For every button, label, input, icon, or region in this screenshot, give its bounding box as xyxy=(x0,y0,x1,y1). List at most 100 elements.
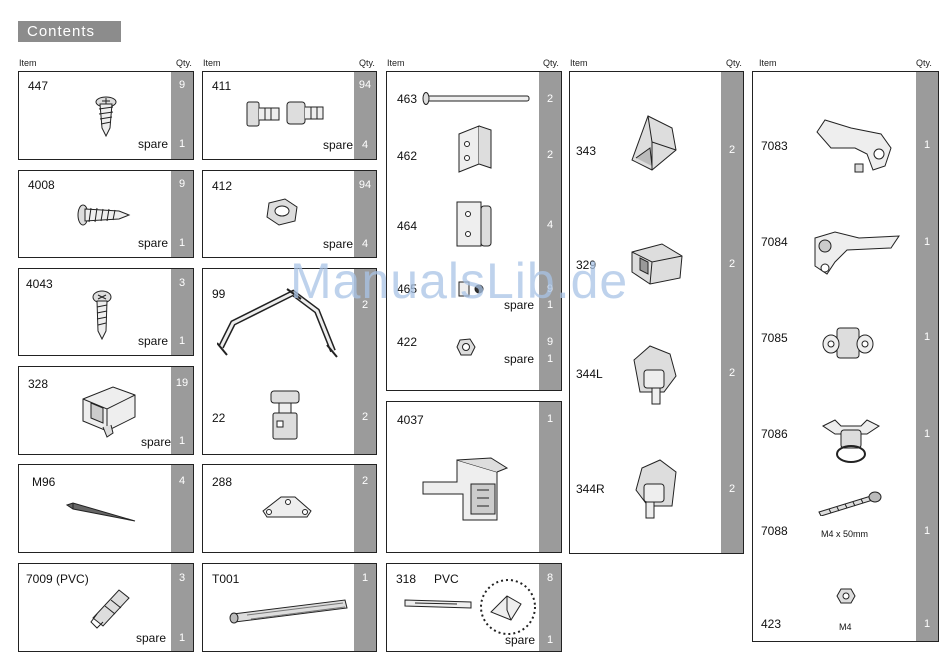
qty-column xyxy=(354,72,376,159)
clamp-fitting-icon xyxy=(822,419,880,463)
spare-label: spare xyxy=(323,138,354,152)
screw-icon xyxy=(92,290,112,341)
header-qty: Qty. xyxy=(176,58,192,68)
screw-icon xyxy=(77,204,131,226)
part-number: 99 xyxy=(212,287,226,301)
part-box-4037: 4037 1 xyxy=(386,401,562,553)
part-number: 465 xyxy=(397,282,418,296)
part-qty: 1 xyxy=(923,525,931,537)
nail-icon xyxy=(65,502,136,522)
part-number: 344L xyxy=(576,367,603,381)
part-number: 4008 xyxy=(28,178,55,192)
part-box-T001: T001 1 xyxy=(202,563,377,652)
spare-qty: 1 xyxy=(178,138,186,150)
part-number: 412 xyxy=(212,179,233,193)
spare-label: spare xyxy=(505,633,536,647)
part-box-group-hinges: 463 2 462 2 464 4 465 9 spare 1 422 9 sp… xyxy=(386,71,562,391)
part-number: 411 xyxy=(212,79,232,93)
part-material: PVC xyxy=(434,572,459,586)
part-box-447: 447 9 spare 1 xyxy=(18,71,194,160)
part-qty: 2 xyxy=(361,299,369,311)
spare-label: spare xyxy=(136,631,167,645)
part-box-411: 411 94 spare 4 xyxy=(202,71,377,160)
part-number: 7009 (PVC) xyxy=(26,572,89,586)
part-number: 318 xyxy=(396,572,417,586)
qty-column xyxy=(354,465,376,552)
part-box-288: 288 2 xyxy=(202,464,377,553)
part-qty: 94 xyxy=(358,179,372,191)
connector-left-icon xyxy=(633,345,677,405)
part-qty: 1 xyxy=(546,413,554,425)
part-qty: 9 xyxy=(178,79,186,91)
qty-column xyxy=(171,72,193,159)
qty-column xyxy=(171,465,193,552)
part-number: 7085 xyxy=(761,331,788,345)
header-qty: Qty. xyxy=(916,58,932,68)
header-qty: Qty. xyxy=(726,58,742,68)
spare-qty: 1 xyxy=(178,435,186,447)
qty-column xyxy=(171,367,193,454)
qty-column xyxy=(171,171,193,257)
nut-icon xyxy=(836,588,856,604)
part-number: 462 xyxy=(397,149,418,163)
part-qty: 4 xyxy=(178,475,186,487)
part-spec: M4 x 50mm xyxy=(821,529,869,539)
connector-fitting-icon xyxy=(822,327,874,359)
part-number: 328 xyxy=(28,377,49,391)
plug-icon xyxy=(90,589,130,629)
part-qty: 1 xyxy=(923,331,931,343)
part-qty: 1 xyxy=(923,618,931,630)
spare-qty: 4 xyxy=(361,139,369,151)
screw-icon xyxy=(95,96,117,138)
part-box-group-fittings: 7083 1 7084 1 7085 1 7086 1 7088 1 M4 x … xyxy=(752,71,939,642)
bracket-fitting-icon xyxy=(814,231,900,275)
spare-label: spare xyxy=(138,137,169,151)
detail-zoom-icon xyxy=(480,579,536,635)
part-qty: 2 xyxy=(546,149,554,161)
part-number: 423 xyxy=(761,617,782,631)
part-box-412: 412 94 spare 4 xyxy=(202,170,377,258)
header-item: Item xyxy=(570,58,588,68)
part-box-4008: 4008 9 spare 1 xyxy=(18,170,194,258)
part-qty: 94 xyxy=(358,79,372,91)
part-box-318: 318 PVC 8 spare 1 xyxy=(386,563,562,652)
header-item: Item xyxy=(387,58,405,68)
part-number: M96 xyxy=(32,475,56,489)
part-qty: 19 xyxy=(175,377,189,389)
tube-icon xyxy=(229,599,348,624)
spare-label: spare xyxy=(323,237,354,251)
watermark: ManualsLib.de xyxy=(290,253,629,309)
qty-column xyxy=(539,402,561,552)
part-qty: 1 xyxy=(923,236,931,248)
spare-qty: 1 xyxy=(178,237,186,249)
connector-icon xyxy=(631,243,683,285)
part-box-99-22: 99 2 22 2 xyxy=(202,268,377,455)
part-qty: 2 xyxy=(728,367,736,379)
part-number: T001 xyxy=(212,572,240,586)
clip-icon xyxy=(458,281,484,297)
clamp-icon xyxy=(270,390,300,440)
part-box-328: 328 19 spare 1 xyxy=(18,366,194,455)
part-qty: 9 xyxy=(178,178,186,190)
qty-column xyxy=(916,72,938,641)
hanger-icon xyxy=(217,288,338,358)
spare-label: spare xyxy=(138,334,169,348)
part-number: 7083 xyxy=(761,139,788,153)
part-number: 344R xyxy=(576,482,605,496)
profile-icon xyxy=(404,599,472,609)
bracket-icon xyxy=(422,457,509,521)
qty-column xyxy=(171,269,193,355)
part-number: 288 xyxy=(212,475,233,489)
part-number: 464 xyxy=(397,219,418,233)
qty-column xyxy=(721,72,743,553)
part-number: 447 xyxy=(28,79,49,93)
spare-qty: 1 xyxy=(178,335,186,347)
bracket-icon xyxy=(82,386,136,438)
part-qty: 2 xyxy=(728,258,736,270)
part-qty: 2 xyxy=(361,475,369,487)
page-title: Contents xyxy=(18,21,121,42)
part-number: 4037 xyxy=(397,413,424,427)
spare-qty: 1 xyxy=(546,353,554,365)
part-box-group-corners: 343 2 329 2 344L 2 344R 2 xyxy=(569,71,744,554)
part-qty: 1 xyxy=(923,139,931,151)
